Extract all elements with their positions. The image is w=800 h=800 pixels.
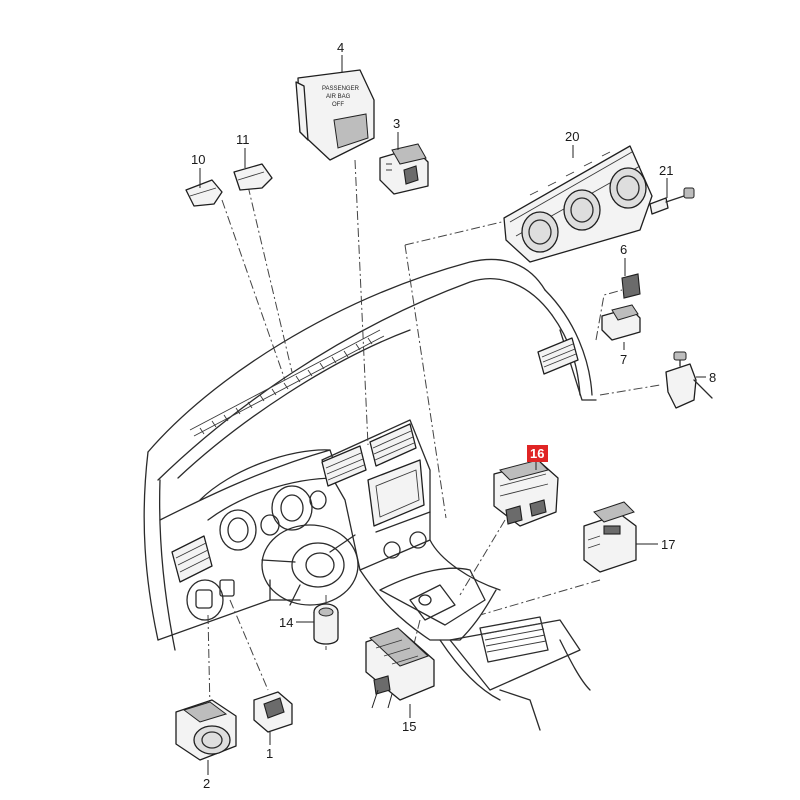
instrument-cluster: [219, 485, 327, 551]
callout-8: 8: [709, 370, 716, 385]
part-17-switch: [583, 501, 637, 573]
callout-17: 17: [661, 537, 675, 552]
callout-6: 6: [620, 242, 627, 257]
part-10-cover: [185, 179, 223, 207]
callout-numbers: 4 3 10 11 20 21 6 7 8 16 17 14 15 2 1: [191, 40, 716, 791]
callout-leaders: [199, 55, 706, 775]
part-21-bulb: [649, 187, 695, 215]
part-7-switch: [601, 304, 641, 341]
left-air-vent: [171, 535, 213, 583]
callout-3: 3: [393, 116, 400, 131]
defroster-grille: [199, 337, 373, 435]
steering-wheel: [261, 524, 359, 606]
part-1-switch: [253, 691, 293, 733]
light-switch-bezel: [157, 579, 271, 641]
callout-14: 14: [279, 615, 293, 630]
climate-knob-left: [521, 211, 559, 253]
part-15-console-switch: [365, 627, 435, 701]
part-16-window-switch: [493, 459, 559, 527]
callout-1: 1: [266, 746, 273, 761]
callout-16: 16: [530, 446, 544, 461]
callout-15: 15: [402, 719, 416, 734]
callout-4: 4: [337, 40, 344, 55]
part-11-cover: [233, 163, 273, 191]
callout-11: 11: [236, 132, 250, 147]
airbag-label-line2: AIR BAG: [326, 94, 351, 100]
part-14-start-button: [313, 603, 339, 645]
callout-16-highlight: 16: [527, 445, 548, 462]
callout-10: 10: [191, 152, 205, 167]
part-8-bracket: [665, 351, 713, 409]
callout-7: 7: [620, 352, 627, 367]
callout-2: 2: [203, 776, 210, 791]
center-stack: [321, 419, 431, 571]
climate-knob-center: [563, 189, 601, 231]
part-2-headlight-switch: [175, 699, 237, 761]
airbag-label-line1: PASSENGER: [322, 86, 360, 92]
part-6-clip: [621, 273, 641, 299]
airbag-label-line3: OFF: [332, 102, 344, 108]
callout-20: 20: [565, 129, 579, 144]
part-4-airbag-off-panel: PASSENGER AIR BAG OFF: [295, 69, 375, 161]
part-3-hazard-switch: [379, 143, 429, 195]
center-console: [359, 539, 591, 731]
climate-knob-right: [609, 167, 647, 209]
right-air-vent: [537, 337, 579, 375]
callout-21: 21: [659, 163, 673, 178]
dashboard-outline: [143, 258, 597, 731]
part-20-climate-control: [503, 145, 653, 263]
